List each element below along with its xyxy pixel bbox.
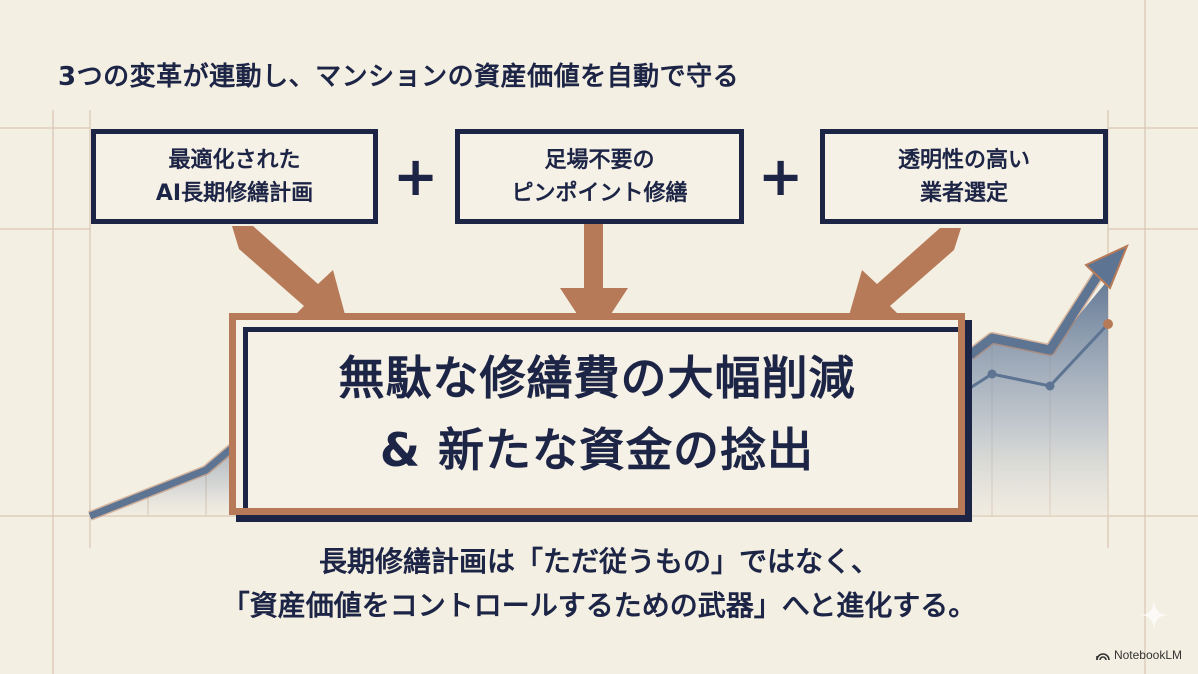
- input-box-line2: AI長期修繕計画: [155, 180, 314, 206]
- notebooklm-logo-icon: [1096, 653, 1110, 660]
- input-box-ai-plan: 最適化された AI長期修繕計画: [91, 129, 378, 224]
- input-box-pinpoint-repair: 足場不要の ピンポイント修繕: [455, 129, 744, 224]
- trend-up-arrow-icon: [1084, 244, 1129, 290]
- result-line-2: & 新たな資金の捻出: [379, 423, 815, 477]
- slide-title: 3つの変革が連動し、マンションの資産価値を自動で守る: [58, 62, 740, 92]
- result-line-1: 無駄な修繕費の大幅削減: [338, 351, 856, 405]
- plus-icon: +: [758, 145, 804, 208]
- conclusion-line-1: 長期修繕計画は「ただ従うもの」ではなく、: [318, 545, 879, 578]
- conclusion-line-2: 「資産価値をコントロールするための武器」へと進化する。: [221, 589, 977, 622]
- sparkle-icon: [1140, 600, 1168, 630]
- input-box-vendor-selection: 透明性の高い 業者選定: [820, 129, 1108, 224]
- conclusion-text: 長期修繕計画は「ただ従うもの」ではなく、 「資産価値をコントロールするための武器…: [0, 540, 1198, 628]
- input-box-line1: 透明性の高い: [897, 147, 1030, 173]
- arrow-down-icon: [844, 228, 961, 333]
- plus-icon: +: [393, 145, 439, 208]
- arrow-down-icon: [232, 226, 350, 333]
- notebooklm-logo: NotebookLM: [1096, 648, 1182, 662]
- arrow-down-icon: [560, 224, 628, 340]
- input-box-line2: ピンポイント修繕: [511, 180, 688, 206]
- input-box-line1: 足場不要の: [544, 147, 655, 173]
- input-box-line2: 業者選定: [919, 180, 1008, 206]
- result-box: 無駄な修繕費の大幅削減 & 新たな資金の捻出: [229, 313, 965, 515]
- logo-text: NotebookLM: [1113, 648, 1182, 662]
- input-box-line1: 最適化された: [168, 147, 301, 173]
- connector-arrows: [232, 224, 961, 340]
